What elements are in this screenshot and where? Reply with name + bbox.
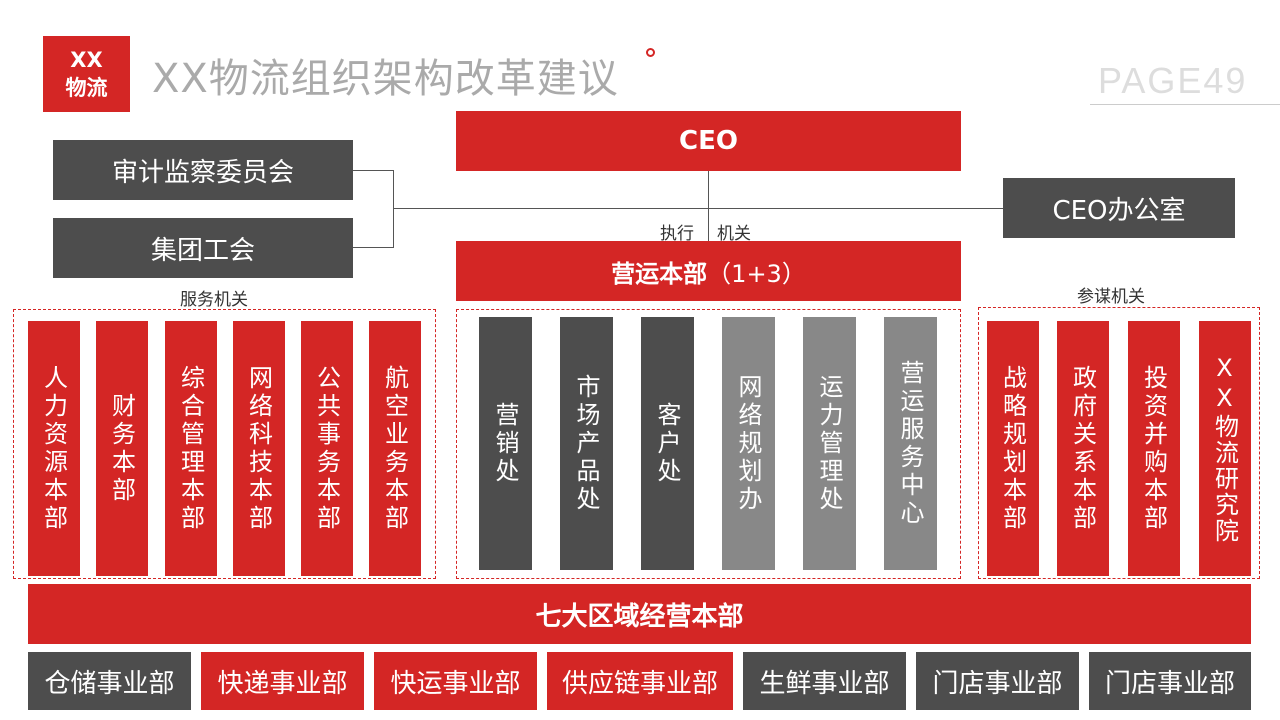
business-unit: 门店事业部 bbox=[916, 652, 1079, 710]
service-group-label: 服务机关 bbox=[180, 290, 248, 310]
regions-bar: 七大区域经营本部 bbox=[28, 584, 1251, 644]
logo-line2: 物流 bbox=[65, 76, 108, 100]
service-dept: 公共事务本部 bbox=[301, 321, 353, 576]
exec-label: 执行 bbox=[660, 224, 694, 244]
business-unit: 生鲜事业部 bbox=[743, 652, 906, 710]
service-dept: 综合管理本部 bbox=[165, 321, 217, 576]
audit-committee-box: 审计监察委员会 bbox=[53, 140, 353, 200]
business-unit: 快递事业部 bbox=[201, 652, 364, 710]
ops-unit: 市场产品处 bbox=[560, 317, 613, 570]
ceo-office-box: CEO办公室 bbox=[1003, 178, 1235, 238]
ops-unit: 营运服务中心 bbox=[884, 317, 937, 570]
page-underline bbox=[1090, 104, 1280, 105]
ops-unit: 营销处 bbox=[479, 317, 532, 570]
business-unit: 快运事业部 bbox=[374, 652, 537, 710]
advisory-dept: 政府关系本部 bbox=[1057, 321, 1109, 576]
advisory-dept: XX物流研究院 bbox=[1199, 321, 1251, 576]
connector-ceo-down bbox=[708, 170, 709, 242]
connector-left-vertical bbox=[393, 170, 394, 248]
business-unit: 仓储事业部 bbox=[28, 652, 191, 710]
page-number: PAGE49 bbox=[1098, 60, 1248, 101]
service-group-frame bbox=[13, 309, 436, 579]
ceo-box: CEO bbox=[456, 111, 961, 171]
business-unit: 门店事业部 bbox=[1089, 652, 1251, 710]
connector-horizontal bbox=[393, 208, 1003, 209]
advisory-group-frame bbox=[978, 307, 1260, 579]
connector-audit bbox=[353, 170, 393, 171]
ops-group-frame bbox=[456, 309, 961, 579]
title-dot-icon bbox=[646, 48, 655, 57]
advisory-dept: 战略规划本部 bbox=[987, 321, 1039, 576]
business-unit: 供应链事业部 bbox=[547, 652, 733, 710]
service-dept: 人力资源本部 bbox=[28, 321, 80, 576]
ops-hq-box: 营运本部（1+3） bbox=[456, 241, 961, 301]
ops-hq-suffix: （1+3） bbox=[707, 259, 806, 288]
service-dept: 网络科技本部 bbox=[233, 321, 285, 576]
ops-unit: 客户处 bbox=[641, 317, 694, 570]
group-union-box: 集团工会 bbox=[53, 218, 353, 278]
connector-union bbox=[353, 247, 393, 248]
service-dept: 财务本部 bbox=[96, 321, 148, 576]
logo-line1: XX bbox=[70, 48, 103, 72]
org-label: 机关 bbox=[717, 224, 751, 244]
page-title: XX物流组织架构改革建议 bbox=[152, 56, 619, 102]
ops-hq-label: 营运本部 bbox=[611, 259, 708, 288]
ops-unit: 运力管理处 bbox=[803, 317, 856, 570]
ops-unit: 网络规划办 bbox=[722, 317, 775, 570]
advisory-group-label: 参谋机关 bbox=[1077, 287, 1145, 307]
advisory-dept: 投资并购本部 bbox=[1128, 321, 1180, 576]
logo: XX 物流 bbox=[43, 36, 130, 112]
service-dept: 航空业务本部 bbox=[369, 321, 421, 576]
